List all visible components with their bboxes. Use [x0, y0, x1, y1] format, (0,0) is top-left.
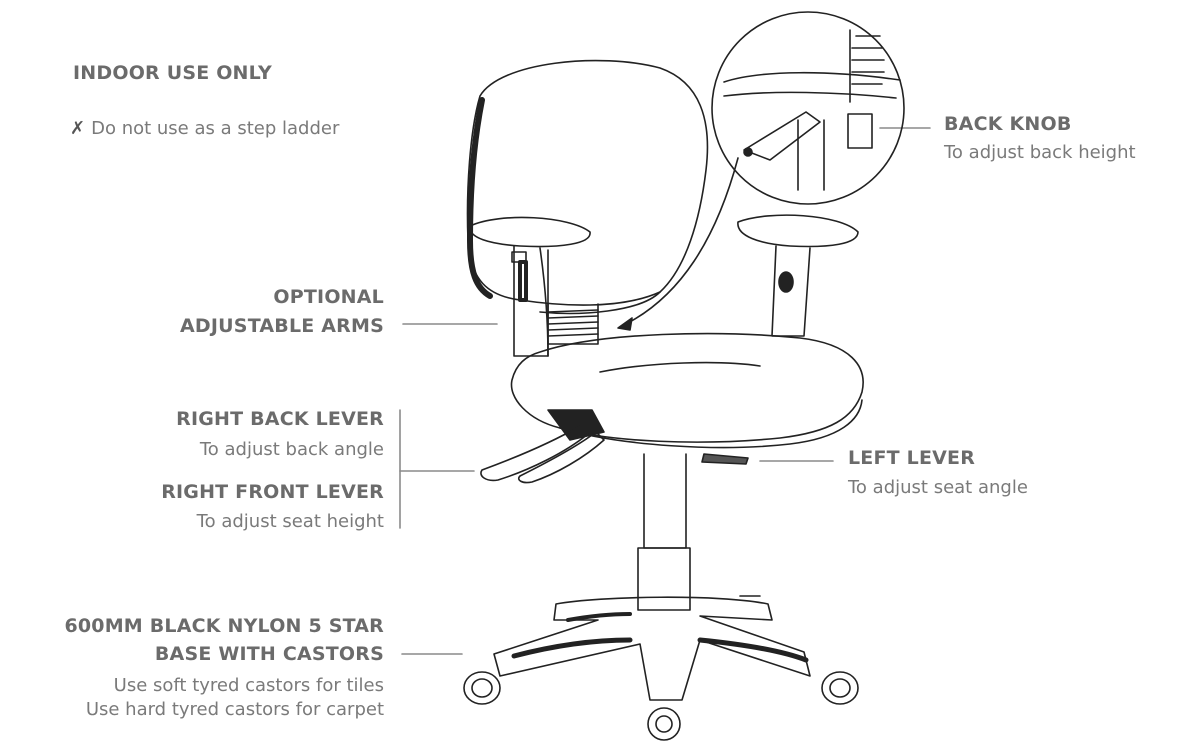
base-label-line1: 600MM BLACK NYLON 5 STAR — [64, 615, 384, 637]
castor-1 — [463, 671, 501, 705]
back-knob-desc: To adjust back height — [944, 142, 1136, 163]
arms-label-line1: OPTIONAL — [273, 286, 384, 308]
left-lever-desc: To adjust seat angle — [848, 477, 1028, 498]
castor-3 — [647, 707, 681, 741]
mechanism — [480, 409, 749, 484]
leader-lines — [399, 127, 931, 655]
arm-right — [737, 214, 859, 337]
back-knob-title: BACK KNOB — [944, 113, 1072, 135]
right-front-lever-title: RIGHT FRONT LEVER — [161, 481, 384, 503]
gas-lift — [637, 453, 691, 611]
detail-arrow — [617, 157, 739, 331]
warning-text: Do not use as a step ladder — [91, 118, 340, 139]
right-front-lever-desc: To adjust seat height — [196, 511, 384, 532]
base-label-line2: BASE WITH CASTORS — [154, 643, 384, 665]
seat — [510, 332, 864, 449]
arms-label-line2: ADJUSTABLE ARMS — [180, 315, 384, 337]
star-base — [493, 596, 811, 701]
indoor-use-heading: INDOOR USE ONLY — [73, 62, 272, 84]
detail-circle — [711, 11, 905, 205]
arm-left — [469, 216, 591, 357]
castor-2 — [821, 671, 859, 705]
right-back-lever-title: RIGHT BACK LEVER — [176, 408, 384, 430]
backrest — [466, 59, 709, 315]
castors — [463, 595, 859, 741]
base-note-carpet: Use hard tyred castors for carpet — [85, 699, 384, 720]
warning-line: ✗Do not use as a step ladder — [70, 118, 339, 139]
left-lever-title: LEFT LEVER — [848, 447, 976, 469]
back-spring — [547, 303, 599, 345]
right-back-lever-desc: To adjust back angle — [199, 439, 384, 460]
base-note-tiles: Use soft tyred castors for tiles — [113, 675, 384, 696]
x-mark-icon: ✗ — [70, 118, 86, 139]
